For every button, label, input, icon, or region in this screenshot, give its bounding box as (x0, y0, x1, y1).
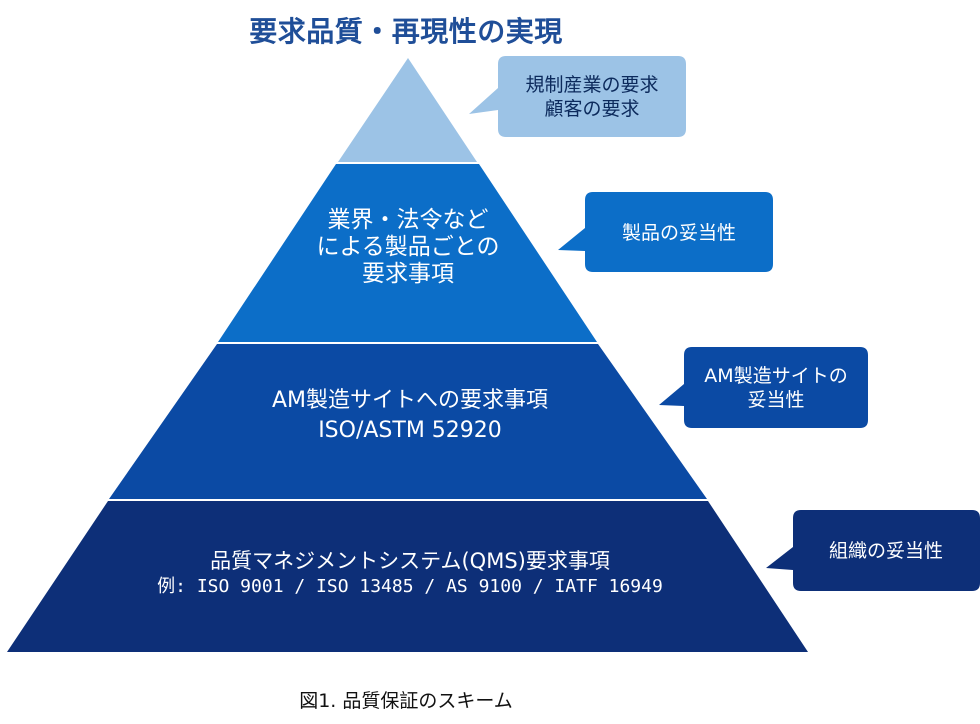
callout-site-validity-text: AM製造サイトの 妥当性 (684, 348, 868, 428)
diagram-title: 要求品質・再現性の実現 (249, 15, 563, 48)
callout-bubble-product-validity (558, 192, 773, 272)
callout-line: 製品の妥当性 (621, 221, 736, 244)
callout-requirements-text: 規制産業の要求 顧客の要求 (498, 57, 686, 137)
callout-line: 規制産業の要求 (525, 73, 659, 96)
callout-line: 顧客の要求 (544, 98, 640, 120)
tier-site-line: AM製造サイトへの要求事項 (271, 388, 549, 413)
tier-product-text: 業界・法令など による製品ごとの 要求事項 (250, 207, 566, 288)
pyramid-tier-product (218, 164, 597, 342)
callout-organization-validity-text: 組織の妥当性 (793, 511, 979, 591)
tier-site-text: AM製造サイトへの要求事項 ISO/ASTM 52920 (140, 386, 680, 445)
tier-product-line: 業界・法令など (327, 207, 489, 233)
callout-line: AM製造サイトの (704, 364, 848, 387)
callout-bubble-organization-validity (766, 510, 980, 591)
figure-caption: 図1. 品質保証のスキーム (299, 690, 513, 712)
callout-product-validity-text: 製品の妥当性 (585, 193, 773, 273)
tier-qms-examples: 例: ISO 9001 / ISO 13485 / AS 9100 / IATF… (157, 576, 663, 598)
callout-bubble-requirements (469, 56, 686, 137)
tier-qms-text: 品質マネジメントシステム(QMS)要求事項 例: ISO 9001 / ISO … (80, 548, 740, 599)
pyramid-tier-site (109, 344, 707, 499)
callout-line: 妥当性 (747, 389, 805, 411)
pyramid-tier-qms (7, 501, 808, 652)
tier-product-line: 要求事項 (362, 261, 454, 288)
tier-qms-line: 品質マネジメントシステム(QMS)要求事項 (210, 549, 610, 573)
tier-product-line: による製品ごとの (316, 234, 500, 261)
callout-bubble-site-validity (659, 347, 868, 428)
tier-site-standard: ISO/ASTM 52920 (318, 417, 502, 443)
pyramid-tier-top (338, 58, 477, 162)
callout-line: 組織の妥当性 (828, 539, 943, 562)
